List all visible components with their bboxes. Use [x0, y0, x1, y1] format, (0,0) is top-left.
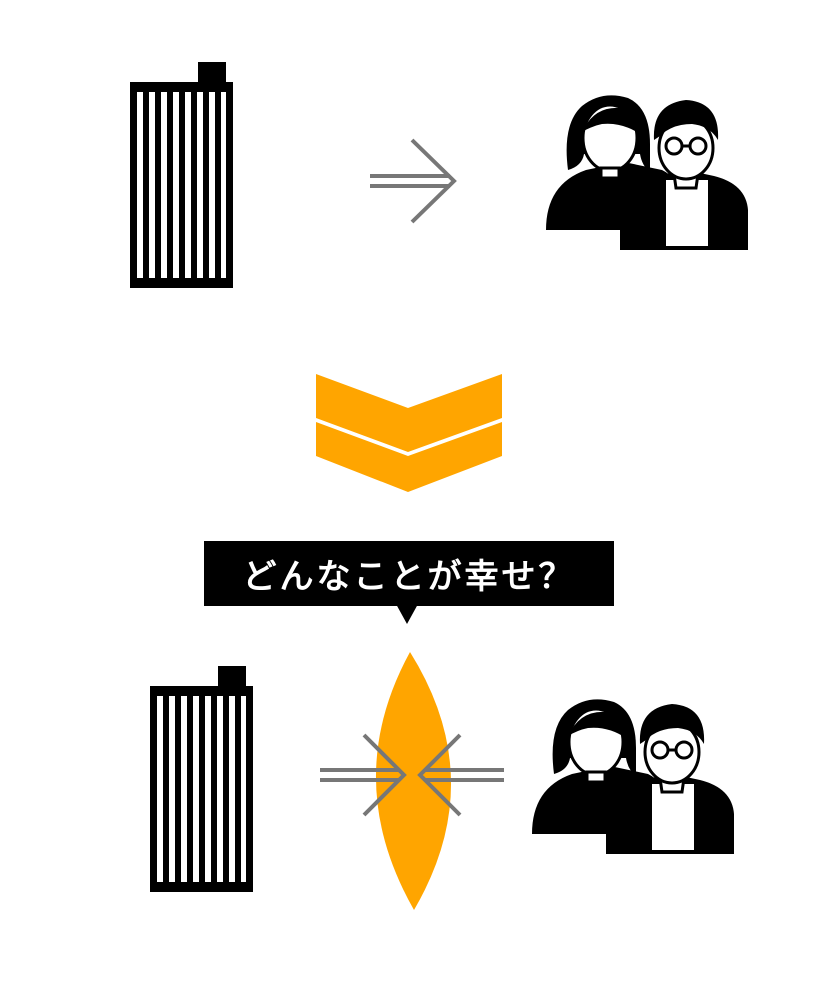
converging-arrows-icon	[320, 733, 504, 817]
forward-arrow-icon	[370, 138, 457, 224]
lens-shape-icon	[375, 652, 452, 910]
down-chevron-icon	[316, 374, 502, 492]
question-bubble: どんなことが幸せ？	[204, 541, 614, 624]
top-people-icon	[544, 93, 750, 252]
bottom-people-icon	[530, 697, 736, 856]
question-text: どんなことが幸せ？	[243, 557, 576, 597]
bottom-building-icon	[150, 666, 253, 892]
top-building-icon	[130, 62, 233, 288]
